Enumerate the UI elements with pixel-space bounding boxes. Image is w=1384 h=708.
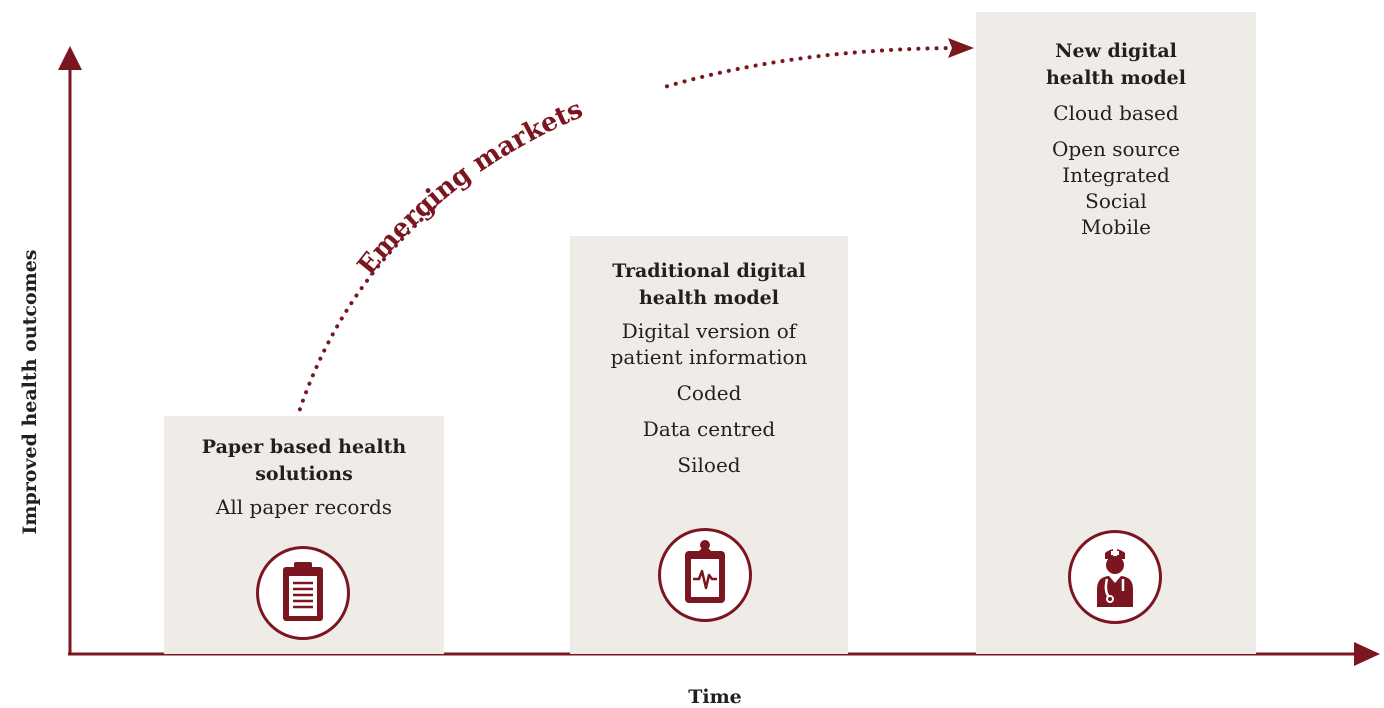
stage-item: Siloed [677, 453, 741, 477]
x-axis-label: Time [688, 686, 742, 708]
stage-item: Cloud based [1053, 101, 1179, 125]
stage-item: Mobile [1081, 215, 1151, 239]
x-axis-arrowhead [1354, 642, 1380, 666]
stage-item: Social [1085, 189, 1147, 213]
y-axis-arrowhead [58, 46, 82, 70]
stage-item: patient information [610, 345, 808, 369]
clipboard-heartbeat-icon [658, 528, 752, 622]
clipboard-icon [256, 546, 350, 640]
stage-item: Integrated [1062, 163, 1170, 187]
stage-item: Data centred [642, 417, 776, 441]
stage-item: Coded [676, 381, 742, 405]
stage-panel-new: New digital health model Cloud based Ope… [976, 12, 1256, 654]
y-axis-label: Improved health outcomes [19, 249, 41, 535]
stage-title-line: solutions [255, 463, 353, 485]
stage-panel-paper: Paper based health solutions All paper r… [164, 416, 444, 654]
stage-item: Digital version of [621, 319, 797, 343]
doctor-icon [1068, 530, 1162, 624]
stage-title-line: health model [1045, 67, 1186, 89]
stage-title-line: health model [638, 287, 779, 309]
stage-title-line: New digital [1055, 40, 1177, 62]
stage-panel-traditional: Traditional digital health model Digital… [570, 236, 848, 654]
stage-title-line: Paper based health [201, 436, 407, 458]
arc-label: Emerging markets [352, 94, 587, 280]
stage-title-line: Traditional digital [612, 260, 806, 282]
arc-arrowhead [948, 38, 974, 58]
arc-label-mask [400, 79, 668, 272]
stage-item: All paper records [215, 495, 393, 519]
stage-item: Open source [1051, 137, 1181, 161]
